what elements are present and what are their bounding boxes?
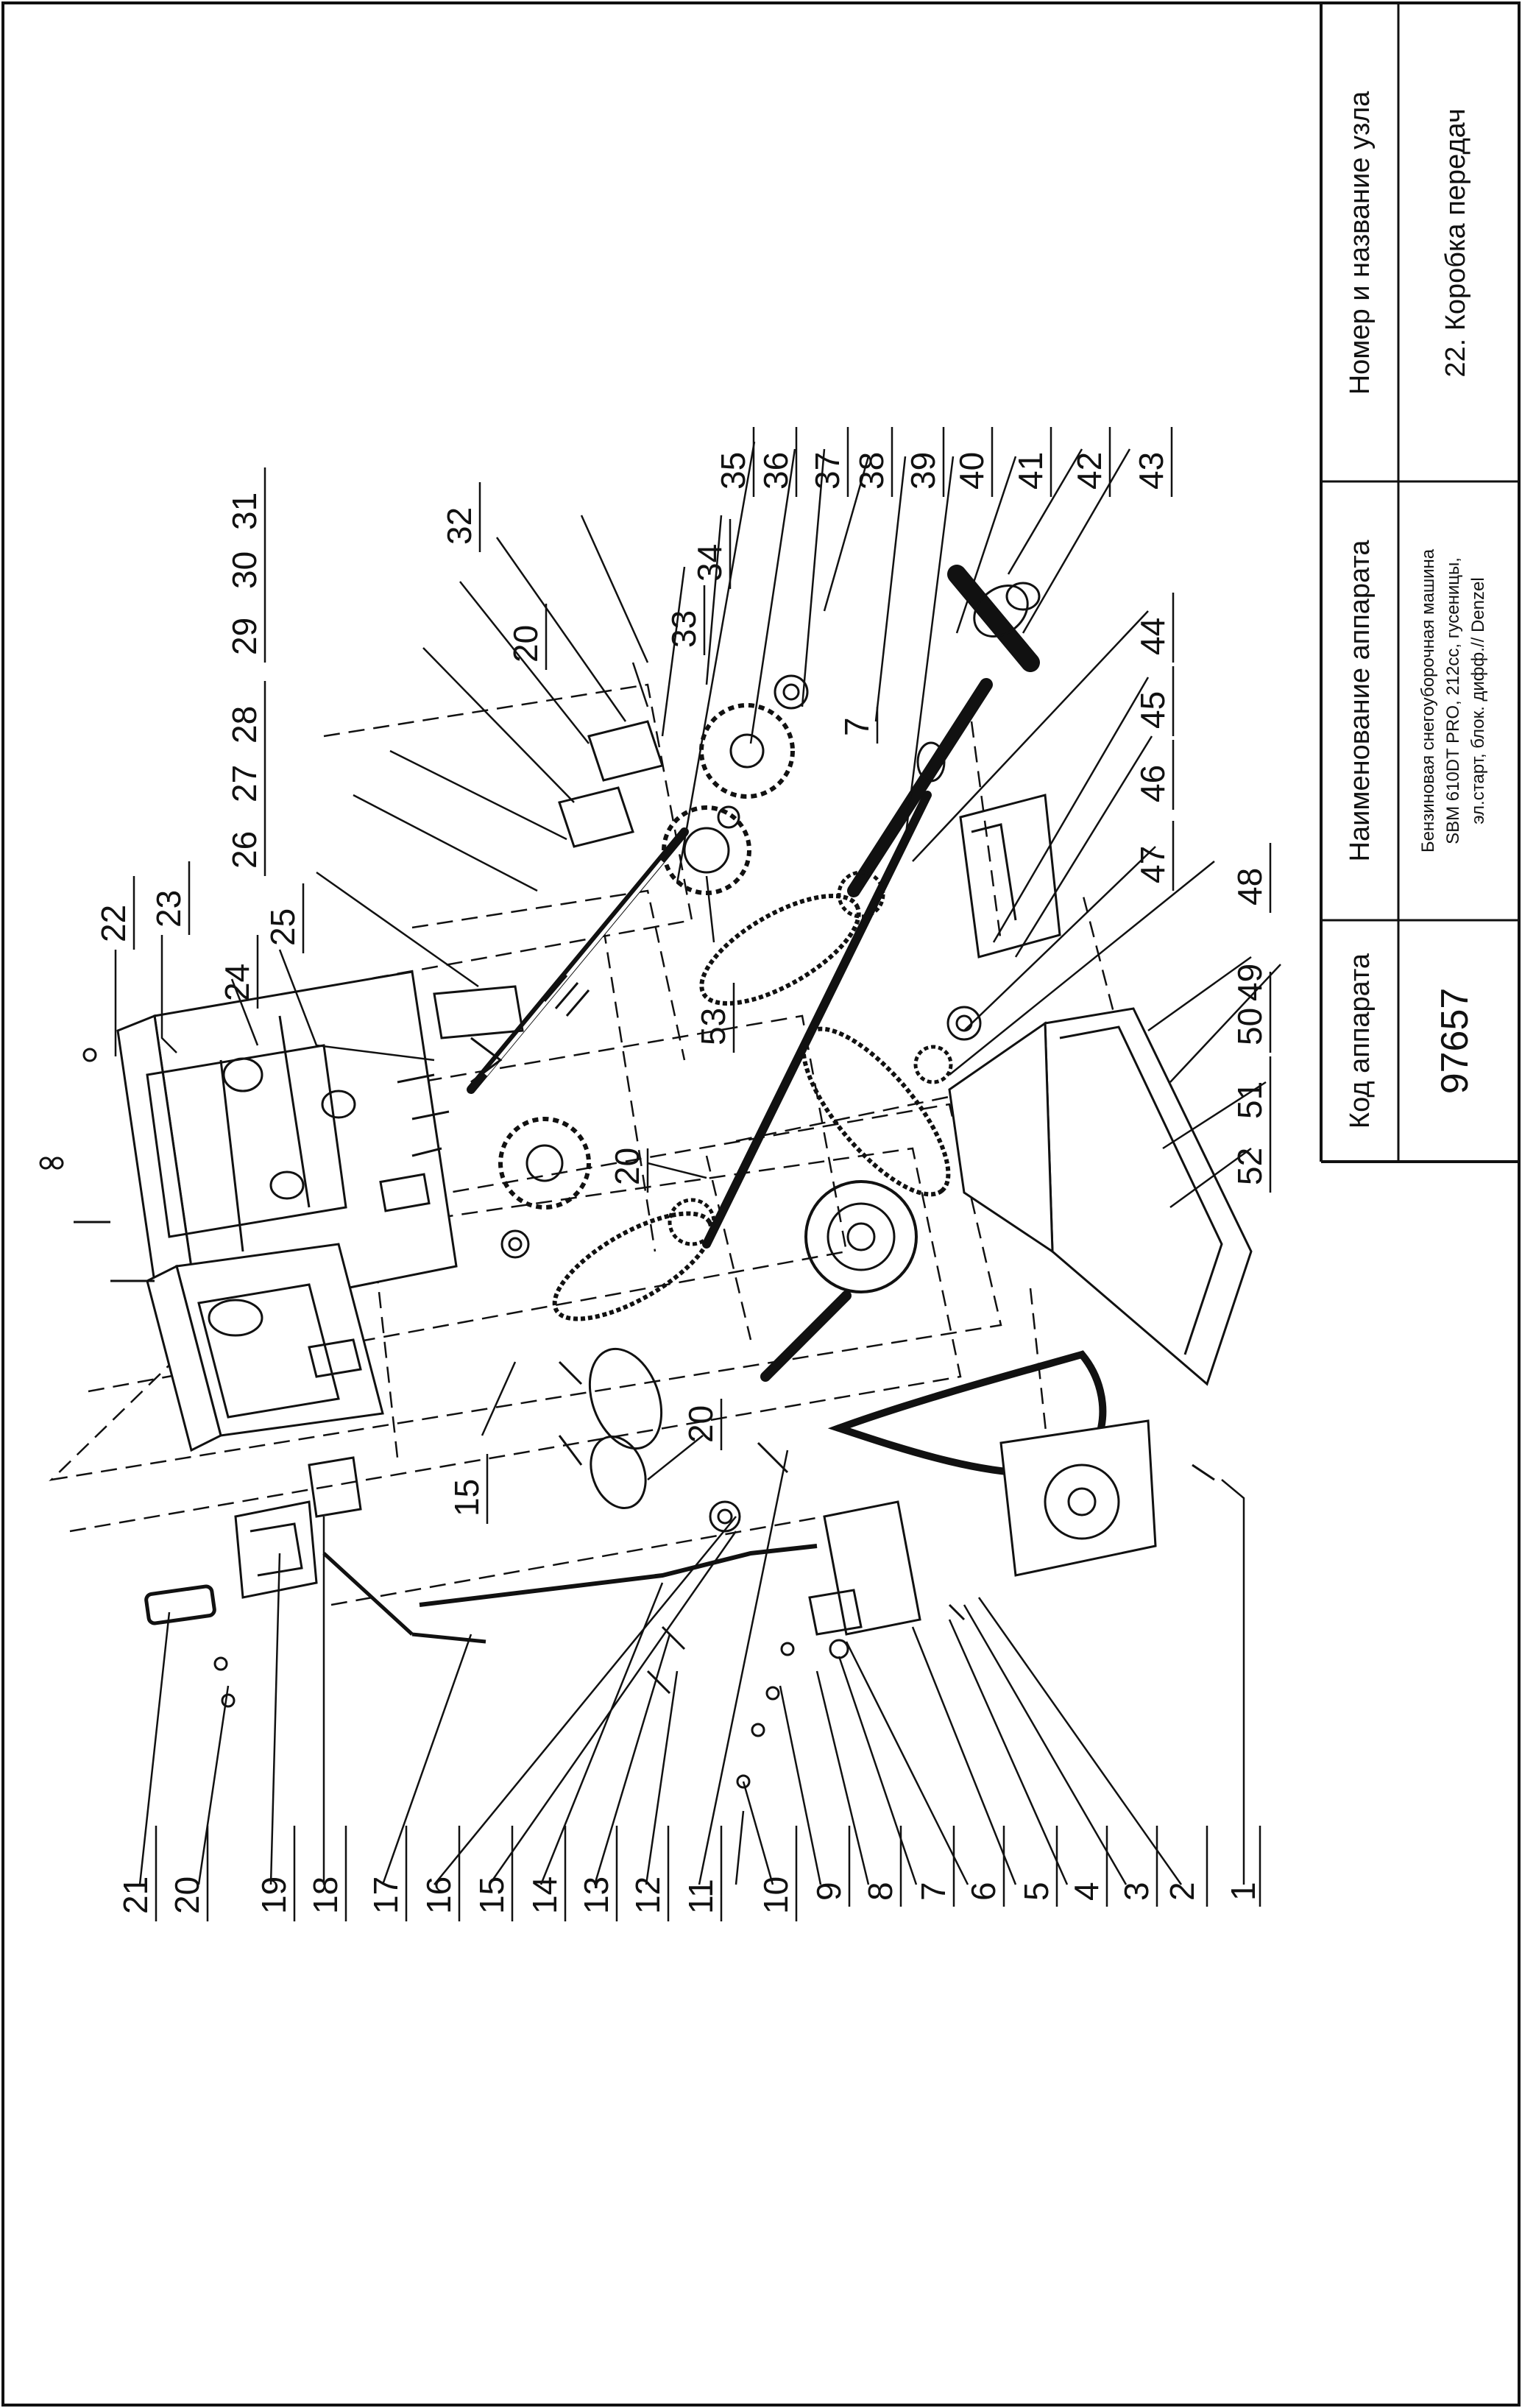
bearing-flanges bbox=[500, 582, 1041, 1533]
leader-lines bbox=[114, 441, 1281, 1885]
callout-20-lower: 20 bbox=[682, 1405, 720, 1443]
callout-52: 52 bbox=[1231, 1148, 1269, 1185]
callout-28: 28 bbox=[225, 706, 263, 744]
callout-42: 42 bbox=[1070, 452, 1108, 490]
sprocket-gear-53 bbox=[662, 805, 751, 895]
drive-shaft bbox=[702, 791, 932, 1382]
callout-6: 6 bbox=[964, 1882, 1002, 1901]
lever-fasteners bbox=[213, 1360, 966, 1789]
callout-20-upper: 20 bbox=[506, 625, 545, 663]
callout-2: 2 bbox=[1163, 1882, 1201, 1901]
node-name: 22. Коробка передач bbox=[1440, 108, 1471, 377]
callout-46: 46 bbox=[1133, 765, 1172, 802]
callout-underlines bbox=[132, 427, 1272, 1921]
chain-lower bbox=[552, 1211, 714, 1321]
callout-19: 19 bbox=[255, 1876, 293, 1914]
callout-51: 51 bbox=[1231, 1081, 1269, 1119]
callout-38: 38 bbox=[852, 452, 891, 490]
callout-32: 32 bbox=[440, 507, 478, 545]
callout-45: 45 bbox=[1133, 691, 1172, 729]
callout-53: 53 bbox=[694, 1008, 732, 1045]
mounting-bracket-left bbox=[433, 985, 524, 1084]
callout-10: 10 bbox=[757, 1876, 795, 1914]
callout-49: 49 bbox=[1231, 964, 1269, 1001]
callout-1: 1 bbox=[1224, 1882, 1262, 1901]
callout-labels: 1 2 3 4 5 6 7 8 9 10 11 12 13 14 15 16 1… bbox=[94, 452, 1269, 1914]
callout-23: 23 bbox=[149, 890, 188, 928]
callout-50: 50 bbox=[1231, 1008, 1269, 1045]
callout-22: 22 bbox=[94, 905, 132, 942]
callout-12: 12 bbox=[629, 1876, 667, 1914]
splined-shaft bbox=[467, 827, 689, 1094]
callout-31: 31 bbox=[225, 492, 263, 530]
device-name-header: Наименование аппарата bbox=[1345, 540, 1376, 862]
callout-48: 48 bbox=[1231, 868, 1269, 905]
device-code: 97657 bbox=[1434, 988, 1476, 1095]
mounting-bracket-upper bbox=[558, 720, 664, 848]
housing-bolts bbox=[39, 1048, 450, 1282]
callout-20-middle: 20 bbox=[608, 1148, 646, 1185]
title-block: Код аппарата 97657 Наименование аппарата… bbox=[1320, 3, 1519, 1163]
callout-21: 21 bbox=[116, 1876, 155, 1914]
callout-37: 37 bbox=[808, 452, 846, 490]
chain-upper bbox=[699, 894, 861, 1006]
device-name-line-3: эл.старт, блок. дифф.// Denzel bbox=[1468, 577, 1488, 824]
callout-29: 29 bbox=[225, 618, 263, 655]
axle-shaft bbox=[847, 565, 1040, 897]
callout-18: 18 bbox=[306, 1876, 344, 1914]
shift-lever-plate bbox=[808, 1500, 921, 1659]
sprocket-left bbox=[498, 1117, 591, 1210]
gearbox-housing-cover bbox=[146, 1243, 384, 1452]
callout-17: 17 bbox=[367, 1876, 405, 1914]
callout-16: 16 bbox=[420, 1876, 458, 1914]
drive-belt bbox=[827, 1350, 1107, 1477]
callout-3: 3 bbox=[1117, 1882, 1155, 1901]
code-header: Код аппарата bbox=[1345, 953, 1376, 1129]
belt-guard-plate bbox=[948, 1007, 1253, 1386]
callout-35: 35 bbox=[714, 452, 752, 490]
callout-26: 26 bbox=[225, 831, 263, 869]
device-name-line-2: SBM 610DT PRO, 212сс, гусеницы, bbox=[1443, 557, 1463, 844]
node-header: Номер и название узла bbox=[1345, 91, 1376, 395]
sprocket-upper bbox=[699, 703, 795, 799]
engine-pulley-bracket bbox=[999, 1419, 1215, 1577]
chain-middle bbox=[801, 1026, 951, 1197]
callout-41: 41 bbox=[1011, 452, 1050, 490]
differential-hub bbox=[804, 1180, 918, 1293]
device-name-line-1: Бензиновая снегоуборочная машина bbox=[1418, 548, 1438, 852]
mounting-bracket-right bbox=[959, 794, 1061, 958]
callout-7-upper: 7 bbox=[838, 717, 876, 736]
callout-24: 24 bbox=[218, 964, 256, 1001]
callout-11: 11 bbox=[682, 1879, 720, 1914]
callout-5: 5 bbox=[1017, 1882, 1055, 1901]
assembly-drawing bbox=[39, 565, 1253, 1789]
callout-7: 7 bbox=[914, 1882, 952, 1901]
pivot-bracket bbox=[234, 1456, 362, 1599]
callout-27: 27 bbox=[225, 765, 263, 802]
callout-36: 36 bbox=[757, 452, 795, 490]
callout-13: 13 bbox=[577, 1876, 615, 1914]
callout-8: 8 bbox=[861, 1882, 899, 1901]
callout-25: 25 bbox=[263, 908, 302, 946]
callout-9: 9 bbox=[810, 1882, 848, 1901]
callout-47: 47 bbox=[1133, 846, 1172, 883]
callout-4: 4 bbox=[1067, 1882, 1105, 1901]
callout-33: 33 bbox=[665, 610, 703, 648]
callout-14: 14 bbox=[525, 1876, 564, 1914]
callout-39: 39 bbox=[904, 452, 942, 490]
shift-lever-rod bbox=[322, 1544, 818, 1644]
callout-20-bottom: 20 bbox=[168, 1876, 206, 1914]
callout-44: 44 bbox=[1133, 618, 1172, 655]
gearbox-housing-body bbox=[116, 970, 458, 1335]
callout-15: 15 bbox=[472, 1876, 511, 1914]
callout-30: 30 bbox=[225, 551, 263, 589]
grip-handle bbox=[144, 1584, 216, 1625]
callout-40: 40 bbox=[952, 452, 991, 490]
callout-34: 34 bbox=[690, 544, 729, 582]
callout-43: 43 bbox=[1132, 452, 1170, 490]
sprocket-small bbox=[668, 870, 953, 1246]
callout-15-lower: 15 bbox=[447, 1479, 486, 1517]
